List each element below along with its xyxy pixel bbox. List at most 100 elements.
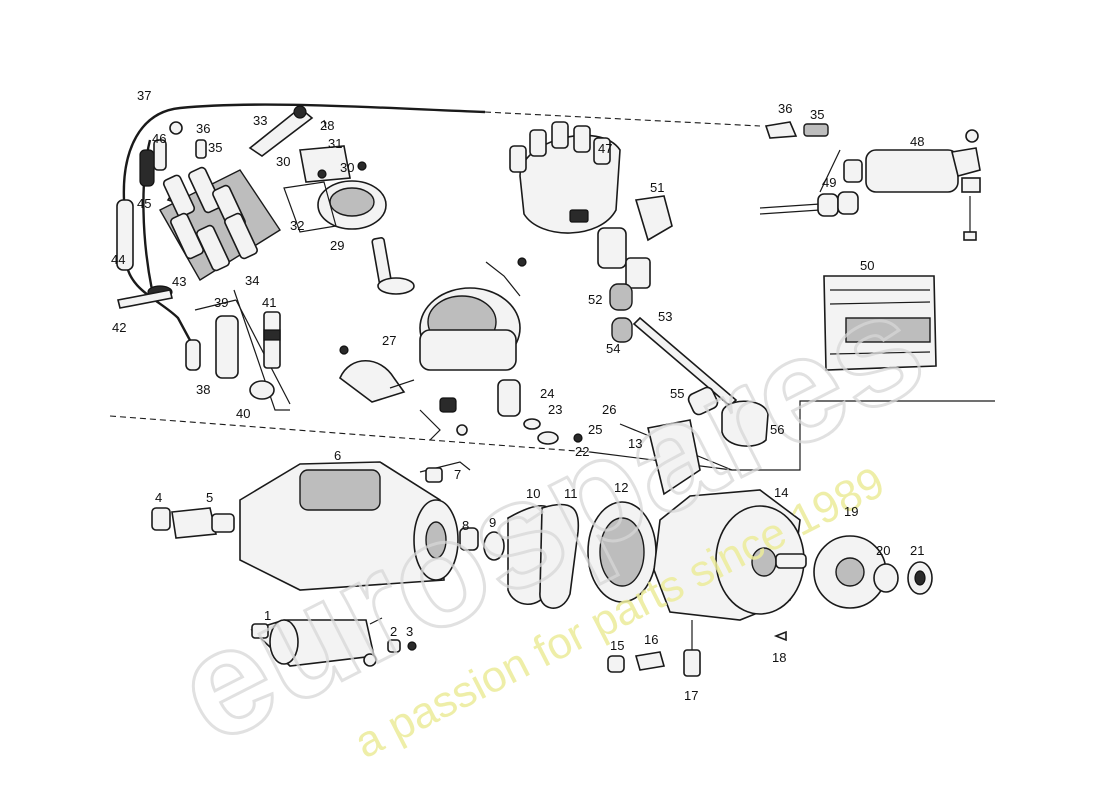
coil-48 [865,149,959,193]
callout-28: 28 [320,118,334,133]
callout-17: 17 [684,688,698,703]
callout-16: 16 [644,632,658,647]
lead-boot-46 [153,139,167,171]
sleeve-4 [151,507,171,531]
callout-labels: 1 2 3 4 5 6 7 8 9 10 11 12 13 14 15 16 1… [111,88,924,703]
collar-20 [873,563,899,593]
lead-sleeve-44 [116,199,134,271]
ignition-lead-set [116,103,486,371]
gear-56 [721,400,769,447]
connector-49a [817,193,839,217]
terminal-36 [764,121,798,139]
callout-21: 21 [910,543,924,558]
callout-47: 47 [598,141,612,156]
callout-44: 44 [111,252,125,267]
callout-2: 2 [390,624,397,639]
plate-11 [539,503,580,609]
callout-54: 54 [606,341,620,356]
lead-nut-35 [195,139,207,159]
callout-50: 50 [860,258,874,273]
callout-53: 53 [658,309,672,324]
callout-35a: 35 [208,140,222,155]
clip-16 [634,651,666,671]
plate-51 [634,195,673,242]
callout-4: 4 [155,490,162,505]
callout-1: 1 [264,608,271,623]
callout-27: 27 [382,333,396,348]
callout-56: 56 [770,422,784,437]
bearing-9 [483,531,505,561]
washer-18 [773,630,787,642]
callout-30b: 30 [340,160,354,175]
spark-plug-parts [215,311,281,400]
nut-2 [387,639,401,653]
starter-motor-group [151,461,505,667]
callout-43: 43 [172,274,186,289]
callout-14: 14 [774,485,788,500]
callout-12: 12 [614,480,628,495]
callout-49: 49 [822,175,836,190]
callout-39: 39 [214,295,228,310]
ignition-coil-group [759,121,981,241]
callout-15: 15 [610,638,624,653]
callout-3: 3 [406,624,413,639]
callout-7: 7 [454,467,461,482]
bush-54 [611,317,633,343]
callout-25: 25 [588,422,602,437]
screw-3 [407,641,417,651]
callout-19: 19 [844,504,858,519]
callout-55: 55 [670,386,684,401]
rotor-arm-33 [248,106,314,157]
alternator-group [507,419,933,677]
extension-39 [215,315,239,379]
callout-18: 18 [772,650,786,665]
callout-5: 5 [206,490,213,505]
bush-8 [459,527,479,551]
callout-26: 26 [602,402,616,417]
callout-40: 40 [236,406,250,421]
small-parts-right [609,195,769,447]
terminal-17 [683,649,701,677]
bracket-32 [283,181,337,233]
callout-41: 41 [262,295,276,310]
lead-bracket-42 [117,289,173,309]
distributor-assembly [339,237,583,445]
callout-38: 38 [196,382,210,397]
callout-10: 10 [526,486,540,501]
callout-22: 22 [575,444,589,459]
callout-45: 45 [137,196,151,211]
shaft-24 [497,379,521,417]
cap-15 [607,655,625,673]
callout-32: 32 [290,218,304,233]
bush-52 [609,283,633,311]
sleeve-55 [687,386,719,416]
lead-boot-45 [139,149,155,187]
regulator-13 [647,419,701,496]
callout-36a: 36 [196,121,210,136]
callout-36b: 36 [778,101,792,116]
callout-29: 29 [330,238,344,253]
connector-49b [837,191,859,215]
seal-40 [249,380,275,400]
callout-33: 33 [253,113,267,128]
callout-46: 46 [152,131,166,146]
callout-13: 13 [628,436,642,451]
callout-35b: 35 [810,107,824,122]
callout-9: 9 [489,515,496,530]
lead-terminal-38 [185,339,201,371]
distributor-internals [248,105,387,233]
lead-cap-36 [169,121,183,135]
callout-51: 51 [650,180,664,195]
callout-34: 34 [245,273,259,288]
contact-breaker-31 [299,145,351,183]
callout-23: 23 [548,402,562,417]
ignition-module-50 [823,275,937,371]
callout-6: 6 [334,448,341,463]
distributor-cap-34 [159,166,281,281]
callout-11: 11 [564,486,578,501]
section-frame-lines [109,111,995,471]
pinion-5 [171,507,217,539]
nut-35 [803,123,829,137]
distributor-47 [509,121,651,289]
